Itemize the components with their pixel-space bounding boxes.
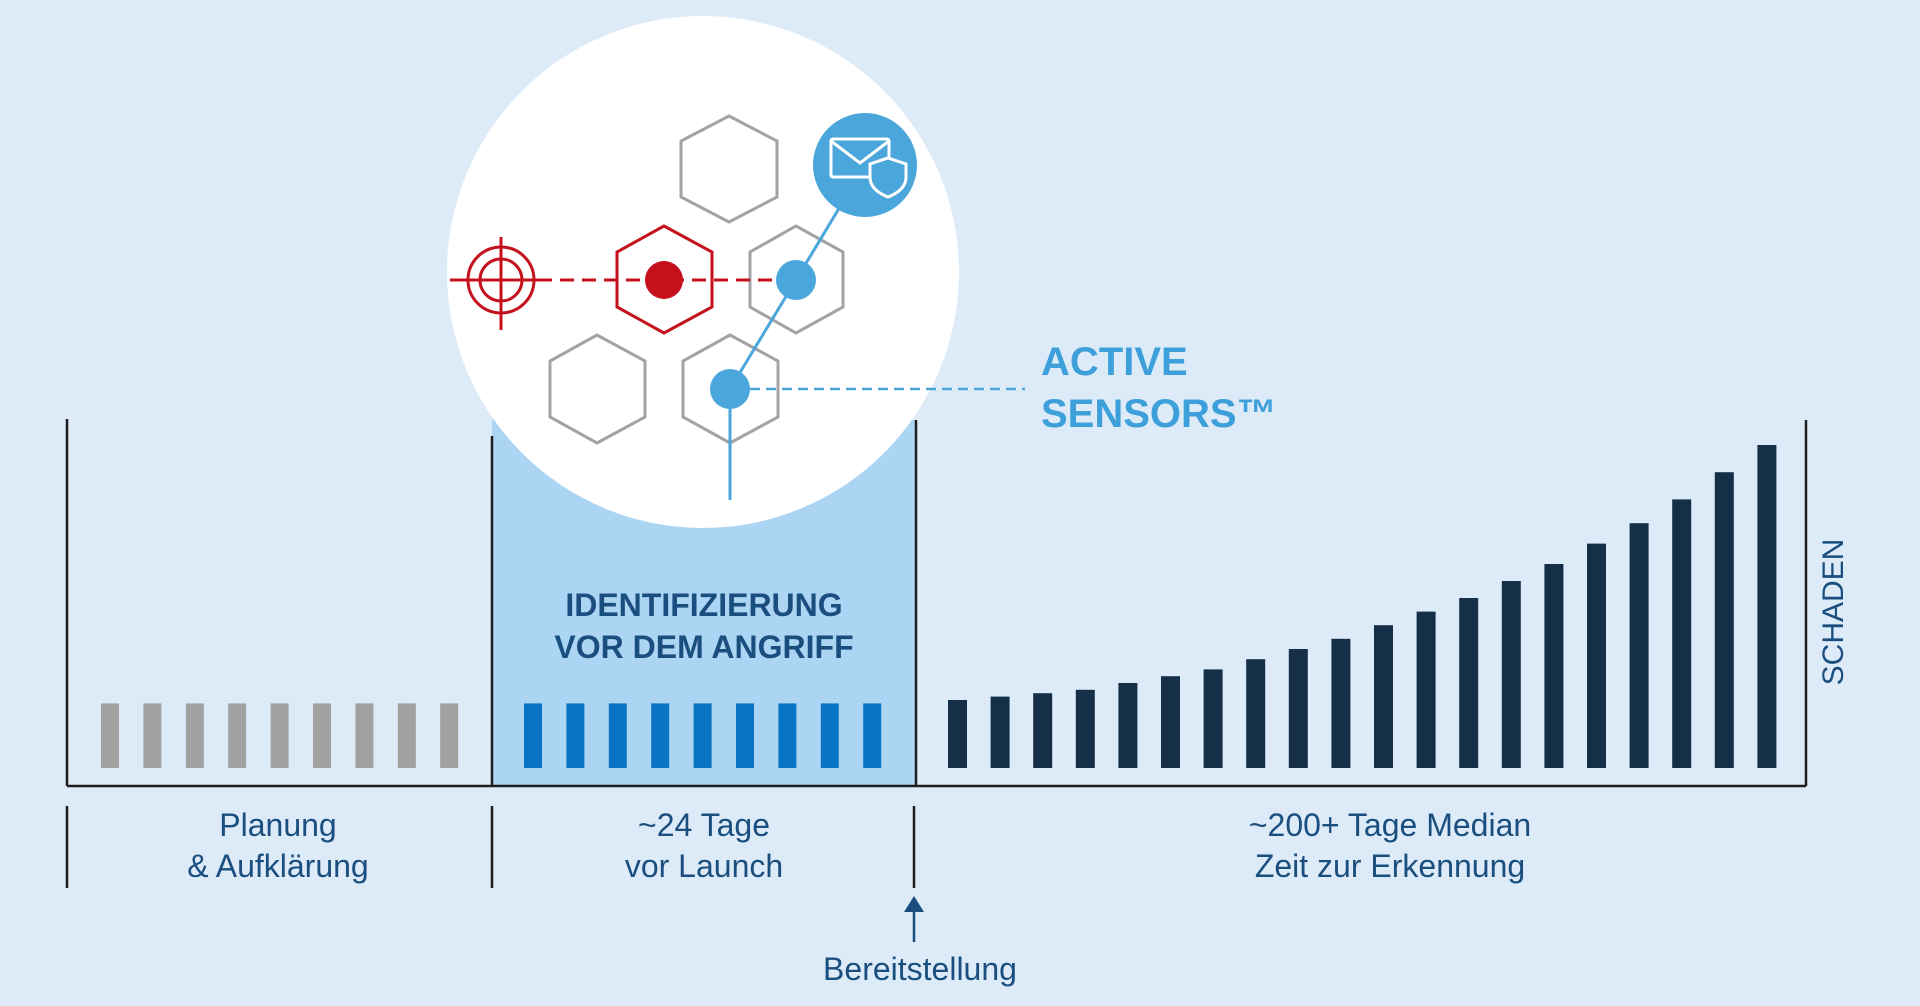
deployment-label: Bereitstellung	[823, 951, 1017, 987]
crosshair-target-icon	[450, 237, 540, 330]
identification-bar-7	[778, 703, 797, 768]
damage-bar-3	[1033, 693, 1053, 768]
email-shield-icon	[813, 113, 917, 217]
planning-bar-6	[313, 703, 331, 768]
sensor-node-upper	[776, 260, 816, 300]
damage-bar-12	[1416, 611, 1436, 768]
damage-bar-7	[1203, 669, 1223, 768]
damage-bar-9	[1288, 649, 1308, 768]
damage-bar-19	[1714, 472, 1734, 768]
damage-bar-13	[1459, 598, 1479, 768]
phase-label-detection-line2: Zeit zur Erkennung	[1255, 848, 1525, 884]
damage-bar-1	[948, 700, 967, 768]
hexagon-right	[748, 224, 845, 335]
identification-bar-5	[693, 703, 712, 768]
damage-bar-17	[1629, 523, 1649, 768]
threat-node	[645, 261, 683, 299]
damage-bar-8	[1246, 659, 1266, 768]
damage-bar-4	[1075, 689, 1095, 768]
damage-bar-6	[1161, 676, 1180, 768]
planning-bar-5	[270, 703, 289, 768]
planning-bar-8	[397, 703, 416, 768]
identification-bar-4	[651, 703, 670, 768]
damage-bar-11	[1374, 625, 1393, 768]
damage-bar-14	[1501, 581, 1521, 768]
damage-bar-5	[1118, 683, 1138, 768]
planning-bar-7	[355, 703, 374, 768]
identification-bar-3	[608, 703, 627, 768]
damage-bar-16	[1587, 543, 1606, 768]
deployment-arrow-head	[904, 896, 924, 912]
sensors-label-line1: ACTIVE	[1041, 340, 1188, 384]
damage-bar-10	[1331, 638, 1351, 768]
identification-bar-9	[863, 703, 882, 768]
identification-bar-1	[524, 703, 542, 768]
phase-label-prelaunch-line2: vor Launch	[625, 848, 783, 884]
phase-label-prelaunch-line1: ~24 Tage	[638, 807, 770, 843]
damage-axis-label: SCHADEN	[1817, 539, 1850, 686]
planning-bar-4	[228, 703, 247, 768]
hexagon-bottom-left	[548, 333, 647, 445]
planning-bar-3	[185, 703, 204, 768]
planning-bar-9	[440, 703, 459, 768]
identification-label-line2: VOR DEM ANGRIFF	[554, 629, 853, 665]
identification-bar-8	[820, 703, 839, 768]
damage-bar-2	[990, 696, 1010, 768]
sensor-link-lower	[728, 279, 798, 390]
damage-bar-18	[1672, 499, 1692, 768]
sensor-node-lower	[710, 369, 750, 409]
phase-label-planning-line2: & Aufklärung	[187, 848, 368, 884]
planning-bar-1	[101, 703, 119, 768]
threat-hexagon	[615, 224, 714, 335]
damage-bar-20	[1757, 445, 1777, 768]
planning-bar-2	[143, 703, 162, 768]
bar-series	[101, 445, 1777, 768]
phase-label-planning-line1: Planung	[219, 807, 336, 843]
identification-bar-6	[736, 703, 754, 768]
identification-bar-2	[566, 703, 585, 768]
sensor-network-circle	[447, 16, 959, 528]
phase-label-detection-line1: ~200+ Tage Median	[1249, 807, 1531, 843]
sensors-label-line2: SENSORS™	[1041, 392, 1277, 436]
hexagon-top	[679, 114, 779, 224]
damage-bar-15	[1544, 564, 1564, 768]
identification-label-line1: IDENTIFIZIERUNG	[565, 587, 842, 623]
